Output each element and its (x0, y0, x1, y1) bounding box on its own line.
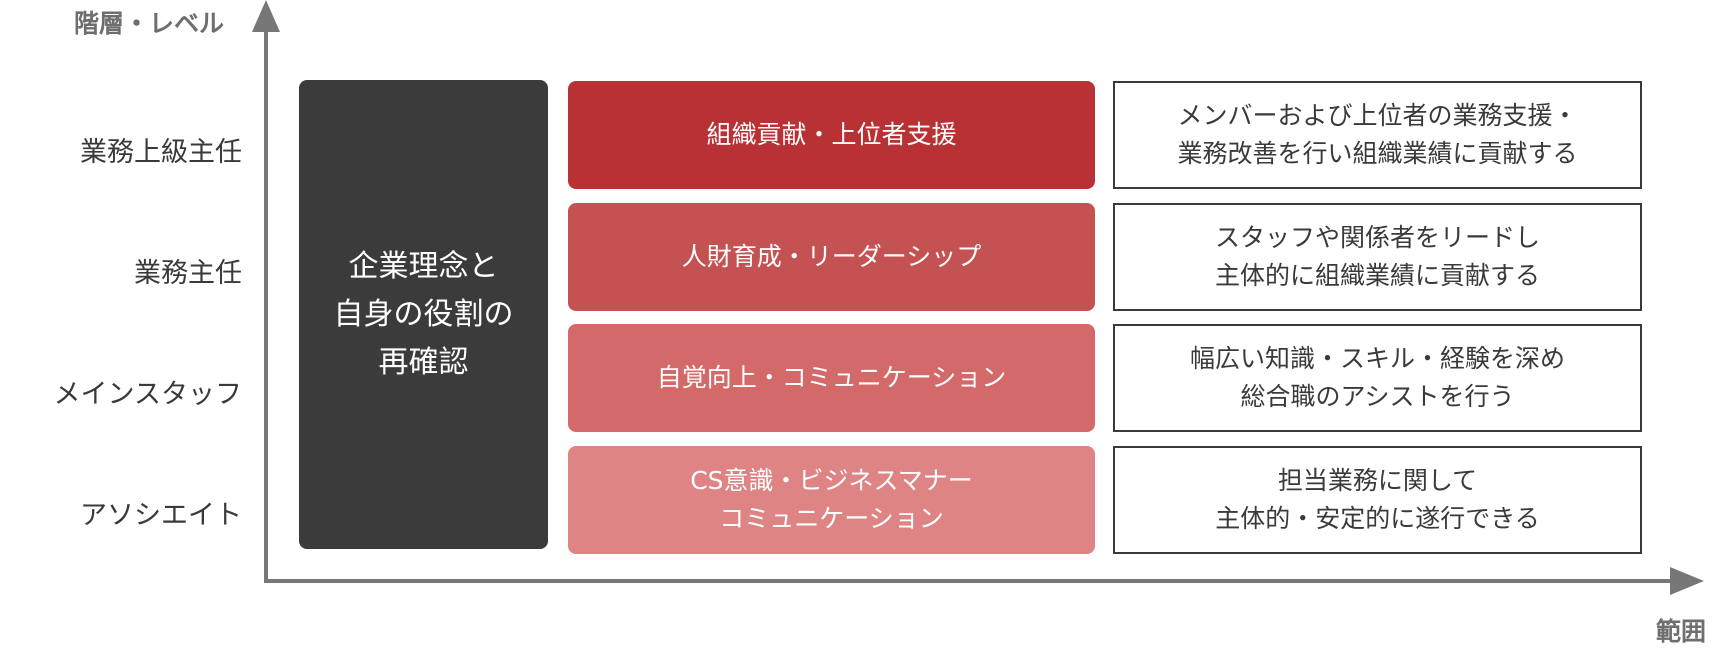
description-text-3: 幅広い知識・スキル・経験を深め 総合職のアシストを行う (1189, 344, 1565, 411)
level-label-chief: 業務主任 (134, 258, 242, 289)
theme-text-3: 自覚向上・コミュニケーション (656, 363, 1007, 392)
x-axis-arrow-icon (1670, 567, 1704, 595)
y-axis-arrow-icon (252, 0, 280, 32)
y-axis-line (264, 26, 268, 583)
description-box-4: 担当業務に関して 主体的・安定的に遂行できる (1113, 446, 1642, 554)
description-box-1: メンバーおよび上位者の業務支援・ 業務改善を行い組織業績に貢献する (1113, 81, 1642, 189)
description-box-3: 幅広い知識・スキル・経験を深め 総合職のアシストを行う (1113, 324, 1642, 432)
core-value-box: 企業理念と 自身の役割の 再確認 (299, 80, 548, 549)
description-box-2: スタッフや関係者をリードし 主体的に組織業績に貢献する (1113, 203, 1642, 311)
level-label-associate: アソシエイト (80, 500, 242, 531)
theme-box-2: 人財育成・リーダーシップ (568, 203, 1095, 311)
theme-box-4: CS意識・ビジネスマナー コミュニケーション (568, 446, 1095, 554)
level-label-senior-chief: 業務上級主任 (80, 137, 242, 168)
core-value-text: 企業理念と 自身の役割の 再確認 (333, 248, 514, 380)
y-axis-title: 階層・レベル (74, 9, 225, 38)
description-text-4: 担当業務に関して 主体的・安定的に遂行できる (1215, 466, 1540, 533)
theme-text-2: 人財育成・リーダーシップ (681, 242, 982, 271)
description-text-1: メンバーおよび上位者の業務支援・ 業務改善を行い組織業績に貢献する (1177, 101, 1578, 168)
description-text-2: スタッフや関係者をリードし 主体的に組織業績に貢献する (1214, 223, 1540, 290)
theme-box-1: 組織貢献・上位者支援 (568, 81, 1095, 189)
theme-text-1: 組織貢献・上位者支援 (706, 120, 957, 149)
level-label-main-staff: メインスタッフ (53, 379, 242, 410)
theme-text-4: CS意識・ビジネスマナー コミュニケーション (690, 466, 973, 533)
theme-box-3: 自覚向上・コミュニケーション (568, 324, 1095, 432)
x-axis-line (264, 579, 1674, 583)
x-axis-title: 範囲 (1655, 617, 1706, 646)
